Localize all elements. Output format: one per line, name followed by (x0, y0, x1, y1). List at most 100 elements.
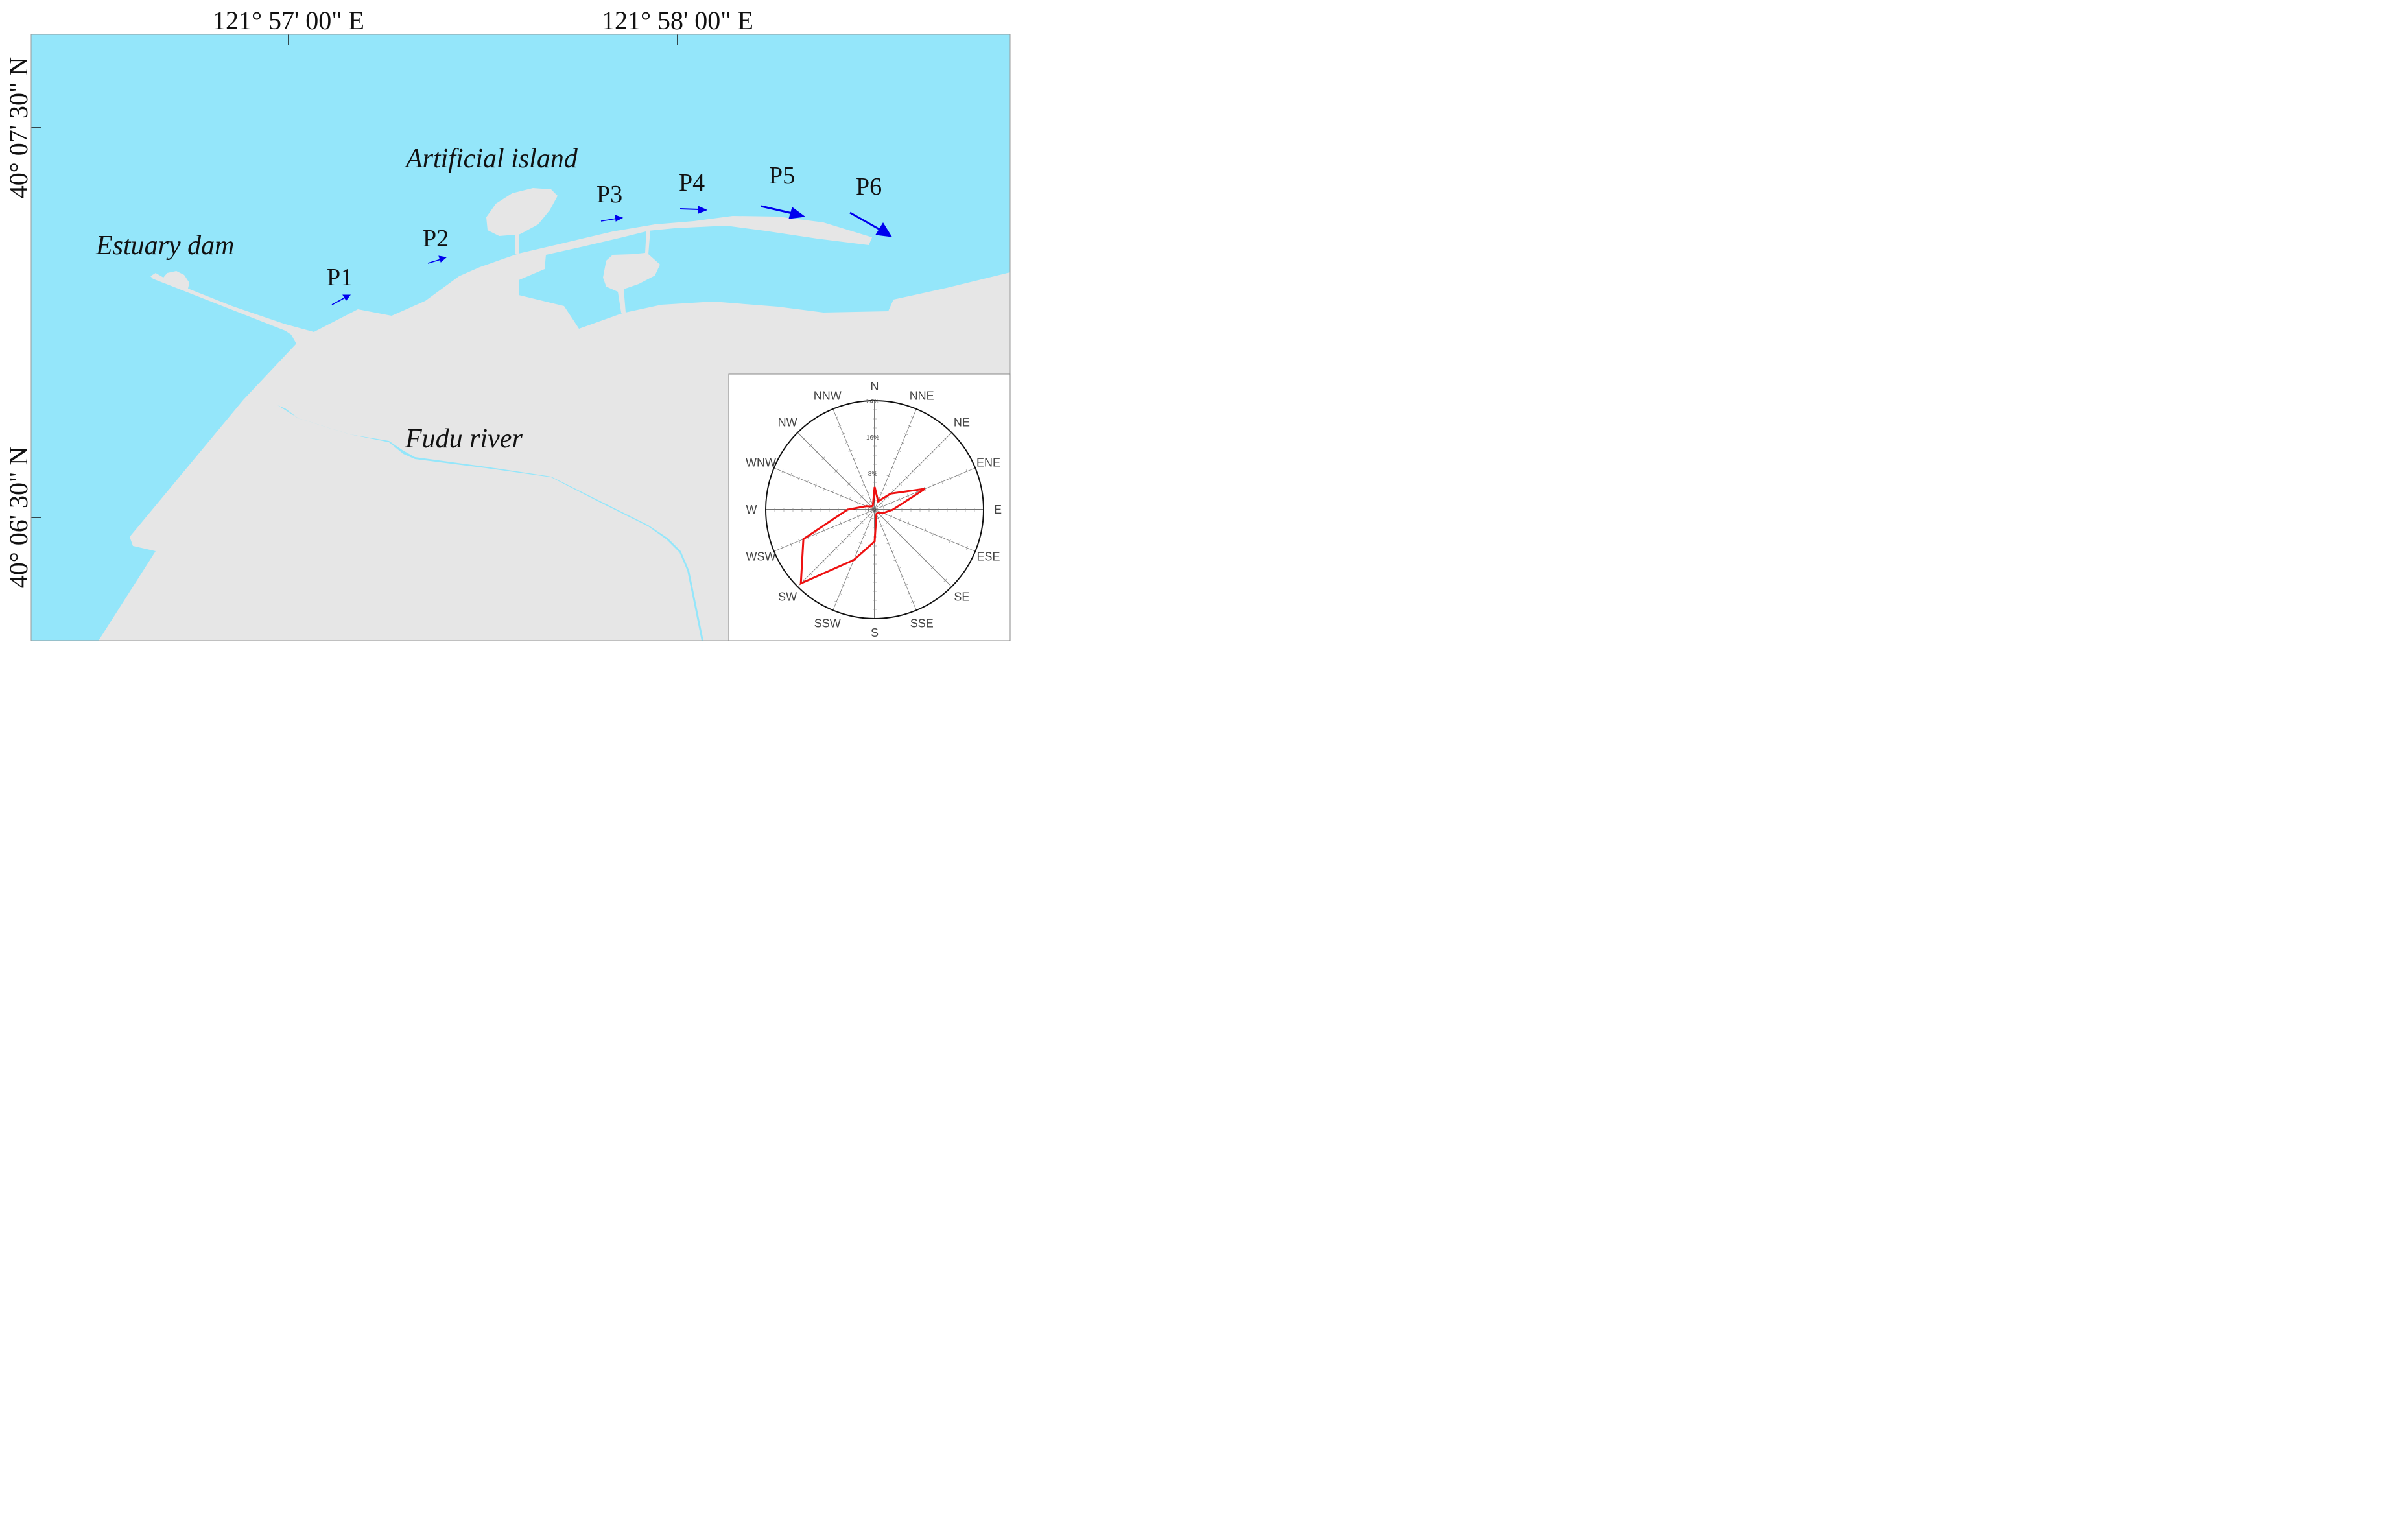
spoke-tick (821, 559, 825, 563)
spoke-tick (907, 521, 910, 526)
spoke-tick (848, 518, 851, 522)
direction-label-e: E (994, 503, 1002, 516)
point-label-p1: P1 (327, 264, 353, 291)
direction-label-ese: ESE (977, 550, 1000, 563)
spoke-tick (809, 572, 812, 576)
spoke-tick (883, 534, 887, 536)
spoke-tick (924, 528, 927, 533)
direction-label-nnw: NNW (814, 389, 842, 402)
spoke-tick (905, 540, 908, 543)
spoke-tick (860, 521, 864, 525)
spoke-tick (911, 600, 915, 603)
spoke-tick (897, 567, 901, 569)
spoke-tick (823, 486, 825, 491)
wind-rose-ring-labels: 0%8%16%24% (866, 398, 879, 514)
ring-label: 24% (866, 398, 879, 405)
point-label-p6: P6 (856, 173, 882, 200)
ring-label: 8% (868, 471, 878, 478)
spoke-tick (841, 540, 844, 543)
spoke-tick (899, 497, 901, 501)
spoke-tick (815, 450, 819, 454)
point-label-p3: P3 (596, 181, 622, 208)
spoke-tick (809, 444, 812, 447)
spoke-tick (834, 600, 838, 603)
spoke-tick (886, 542, 891, 545)
spoke-tick (912, 469, 915, 473)
spoke-tick (828, 463, 832, 467)
spoke-tick (855, 466, 860, 469)
spoke-tick (932, 532, 934, 536)
spoke-tick (892, 488, 896, 492)
spoke-tick (957, 473, 960, 477)
point-label-p4: P4 (679, 169, 705, 196)
spoke-tick (905, 476, 908, 479)
spoke-tick (847, 534, 851, 537)
direction-label-nw: NW (778, 416, 797, 429)
ring-label: 16% (866, 434, 879, 442)
estuary-dam-label: Estuary dam (95, 231, 235, 261)
direction-label-wsw: WSW (746, 550, 775, 563)
map-frame (30, 34, 1011, 641)
spoke-tick (879, 514, 883, 518)
spoke-tick (831, 490, 834, 495)
spoke-tick (856, 501, 859, 505)
spoke-tick (900, 442, 904, 444)
spoke-tick (897, 450, 901, 452)
spoke-tick (879, 501, 883, 505)
spoke-tick (882, 504, 884, 508)
spoke-tick (930, 565, 934, 569)
direction-label-nne: NNE (910, 389, 934, 402)
spoke-tick (815, 532, 817, 536)
spoke-tick (883, 483, 887, 486)
wind-rose-outer-ring (765, 400, 984, 619)
spoke-tick (841, 584, 845, 586)
spoke-tick (862, 483, 866, 486)
spoke-tick (860, 495, 864, 499)
spoke-tick (892, 527, 896, 531)
spoke-tick (815, 565, 819, 569)
spoke-tick (890, 501, 893, 505)
spoke-tick (869, 517, 873, 519)
spoke-tick (845, 442, 849, 444)
spoke-tick (823, 528, 825, 533)
spoke-tick (831, 525, 834, 529)
spoke-tick (907, 592, 912, 595)
spoke-tick (841, 433, 845, 436)
spoke-tick (879, 491, 884, 494)
lon-label-58: 121° 58' 00" E (602, 6, 753, 35)
spoke-tick (853, 488, 857, 492)
spoke-tick (838, 425, 842, 427)
direction-label-ne: NE (954, 416, 970, 429)
map: 121° 57' 00" E 121° 58' 00" E 40° 07' 30… (4, 6, 1011, 641)
current-arrow-p4 (679, 206, 708, 214)
spoke-tick (851, 458, 856, 460)
spoke-tick (841, 476, 844, 479)
lat-label-0630: 40° 06' 30" N (4, 447, 33, 588)
spoke-tick (879, 525, 884, 528)
current-arrow-p1 (331, 294, 351, 305)
spoke-tick (949, 539, 951, 543)
spoke-tick (821, 456, 825, 460)
spoke-tick (890, 466, 894, 469)
spoke-tick (917, 463, 921, 467)
current-arrow-p5 (761, 205, 806, 219)
direction-label-wnw: WNW (746, 456, 776, 469)
wind-rose-frequency-polygon (799, 486, 926, 586)
spoke-tick (937, 572, 941, 576)
direction-label-ssw: SSW (814, 617, 841, 630)
spoke-tick (838, 592, 842, 595)
spoke-tick (899, 482, 902, 486)
spoke-tick (847, 482, 851, 486)
spoke-tick (858, 542, 863, 545)
spoke-tick (917, 552, 921, 556)
spoke-tick (781, 546, 784, 550)
spoke-tick (840, 521, 842, 526)
spoke-tick (943, 578, 947, 582)
spoke-tick (834, 469, 838, 473)
spoke-tick (856, 514, 859, 519)
direction-label-sw: SW (778, 590, 797, 603)
direction-label-sse: SSE (910, 617, 934, 630)
spoke-tick (866, 514, 870, 518)
artificial-island-label: Artificial island (404, 144, 578, 174)
spoke-tick (845, 576, 849, 578)
